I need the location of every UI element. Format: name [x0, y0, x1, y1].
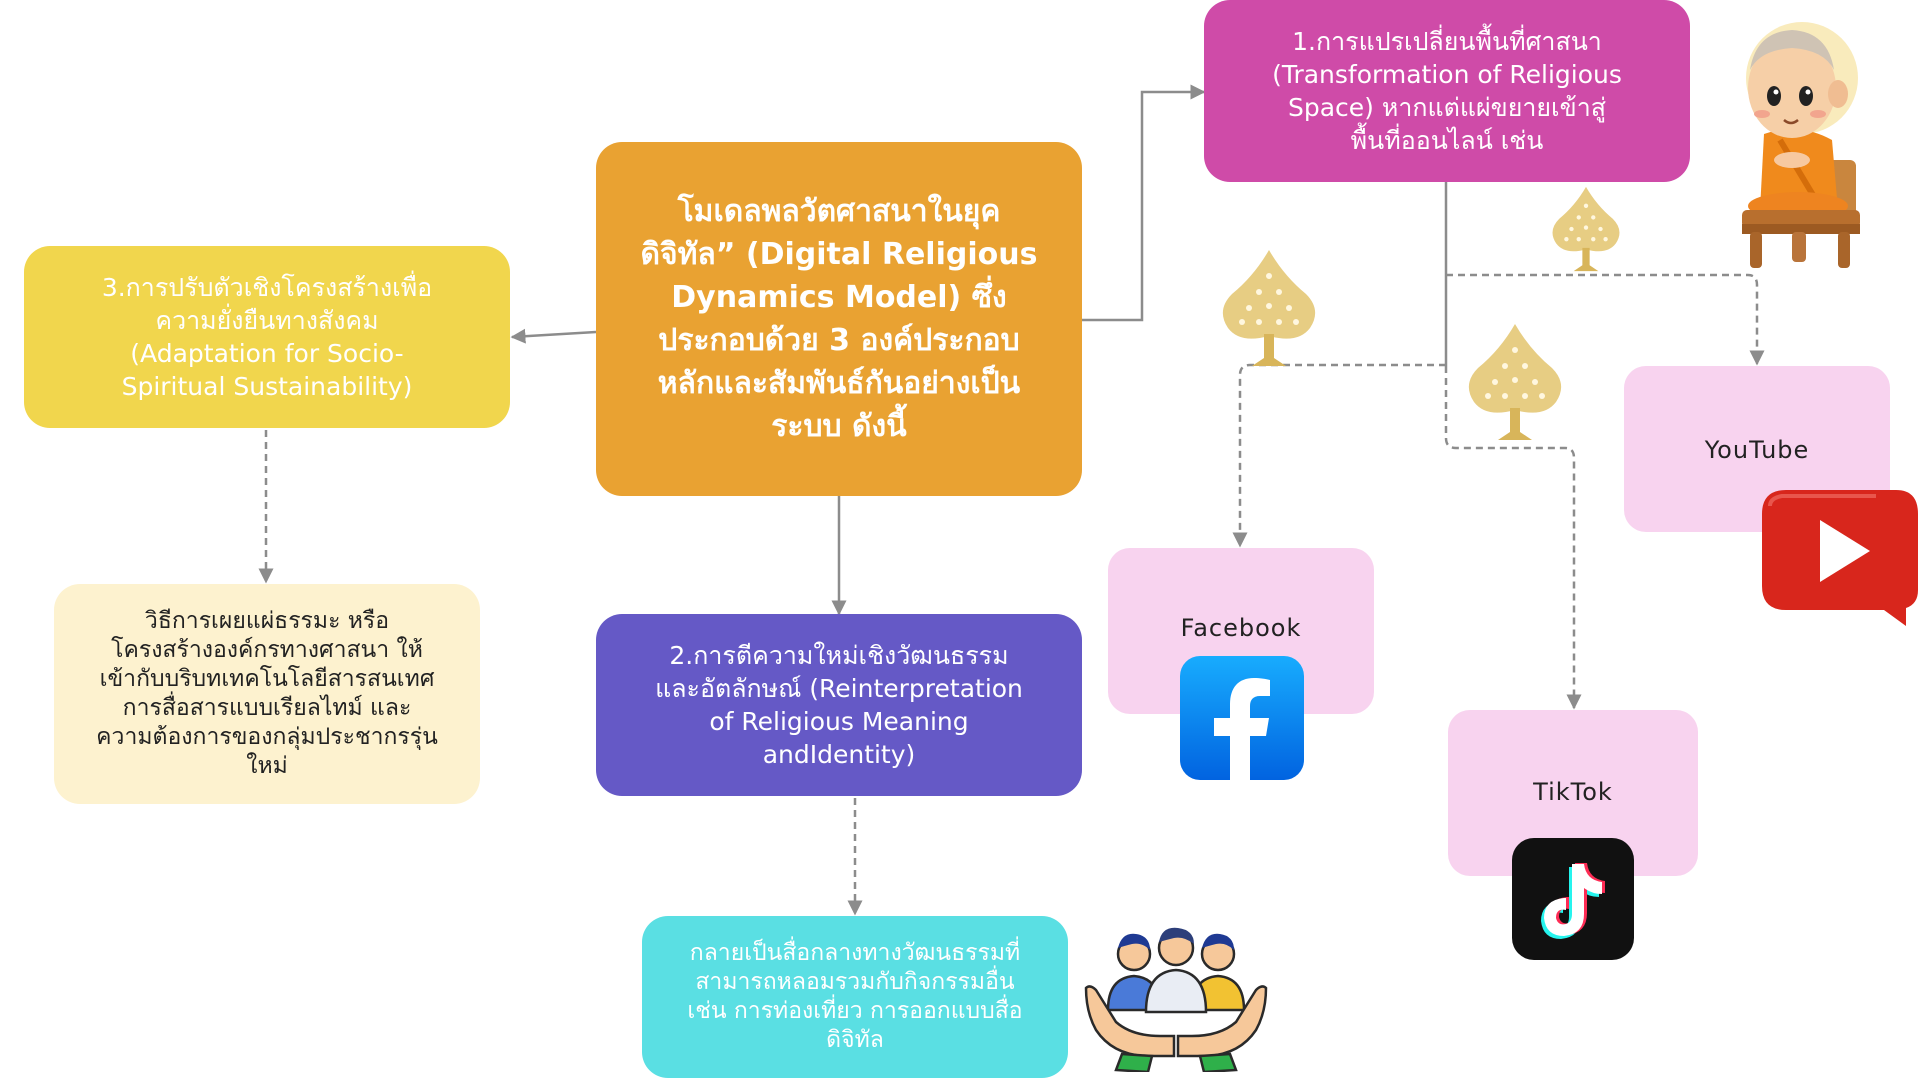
component-1-box: 1.การแปรเปลี่ยนพื้นที่ศาสนา (Transformat… — [1204, 0, 1690, 182]
component-3-description-box: วิธีการเผยแผ่ธรรมะ หรือ โครงสร้างองค์กรท… — [54, 584, 480, 804]
platform-youtube-label: YouTube — [1704, 436, 1810, 464]
component-1-text: 1.การแปรเปลี่ยนพื้นที่ศาสนา (Transformat… — [1272, 27, 1622, 155]
connector-to-facebook — [1232, 363, 1446, 548]
bodhi-tree-icon — [1552, 186, 1620, 272]
component-3-box: 3.การปรับตัวเชิงโครงสร้างเพื่อ ความยั่งย… — [24, 246, 510, 428]
tiktok-icon — [1512, 838, 1634, 960]
facebook-icon — [1180, 656, 1304, 780]
platform-tiktok-label: TikTok — [1533, 778, 1613, 806]
center-model-text: โมเดลพลวัตศาสนาในยุค ดิจิทัล” (Digital R… — [640, 194, 1038, 444]
component-3-text: 3.การปรับตัวเชิงโครงสร้างเพื่อ ความยั่งย… — [101, 273, 433, 401]
connector-to-youtube — [1446, 273, 1765, 366]
component-2-box: 2.การตีความใหม่เชิงวัฒนธรรม และอัตลักษณ์… — [596, 614, 1082, 796]
monk-illustration — [1742, 22, 1860, 268]
component-3-description-text: วิธีการเผยแผ่ธรรมะ หรือ โครงสร้างองค์กรท… — [96, 608, 438, 779]
component-2-description-text: กลายเป็นสื่อกลางทางวัฒนธรรมที่ สามารถหลอ… — [687, 940, 1023, 1053]
center-model-box: โมเดลพลวัตศาสนาในยุค ดิจิทัล” (Digital R… — [596, 142, 1082, 496]
connector-to-tiktok — [1444, 366, 1582, 710]
youtube-icon — [1762, 490, 1918, 626]
component-2-description-box: กลายเป็นสื่อกลางทางวัฒนธรรมที่ สามารถหลอ… — [642, 916, 1068, 1078]
connector-center-to-component-1 — [1082, 84, 1206, 322]
connector-center-to-component-3 — [510, 328, 597, 344]
platform-facebook-label: Facebook — [1180, 614, 1302, 642]
bodhi-tree-icon — [1468, 324, 1562, 440]
component-2-text: 2.การตีความใหม่เชิงวัฒนธรรม และอัตลักษณ์… — [655, 641, 1023, 769]
bodhi-tree-icon — [1222, 250, 1316, 366]
people-in-hands-icon — [1084, 927, 1268, 1072]
